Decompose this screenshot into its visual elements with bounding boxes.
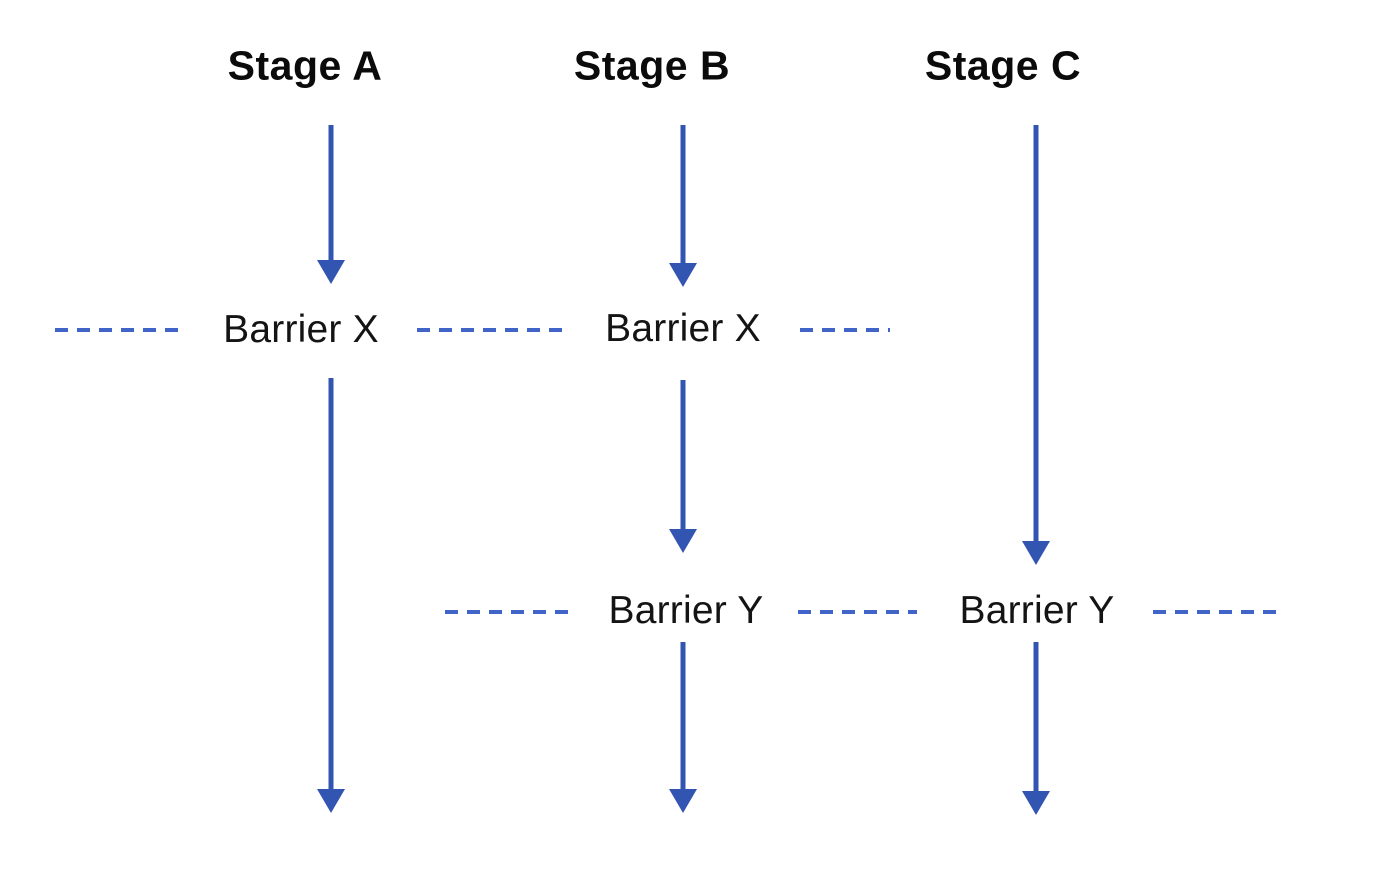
- stage-c-arrow: [1022, 125, 1050, 815]
- barrier-y-label-stage-c: Barrier Y: [959, 589, 1115, 632]
- stage-b-label: Stage B: [573, 42, 731, 89]
- barrier-x-label-stage-b: Barrier X: [605, 307, 761, 350]
- stage-b-arrow: [669, 125, 697, 813]
- stage-a-arrow: [317, 125, 345, 813]
- stage-c-label: Stage C: [924, 42, 1082, 89]
- barrier-y-label-stage-b: Barrier Y: [608, 589, 764, 632]
- stage-a-label: Stage A: [227, 42, 383, 89]
- stage-b-arrowhead-3: [669, 789, 697, 813]
- stage-c-arrowhead-1: [1022, 541, 1050, 565]
- stage-a-arrowhead-1: [317, 260, 345, 284]
- stage-c-arrowhead-2: [1022, 791, 1050, 815]
- barrier-x-label-stage-a: Barrier X: [223, 308, 379, 351]
- stage-b-arrowhead-1: [669, 263, 697, 287]
- stage-a-arrowhead-2: [317, 789, 345, 813]
- stage-b-arrowhead-2: [669, 529, 697, 553]
